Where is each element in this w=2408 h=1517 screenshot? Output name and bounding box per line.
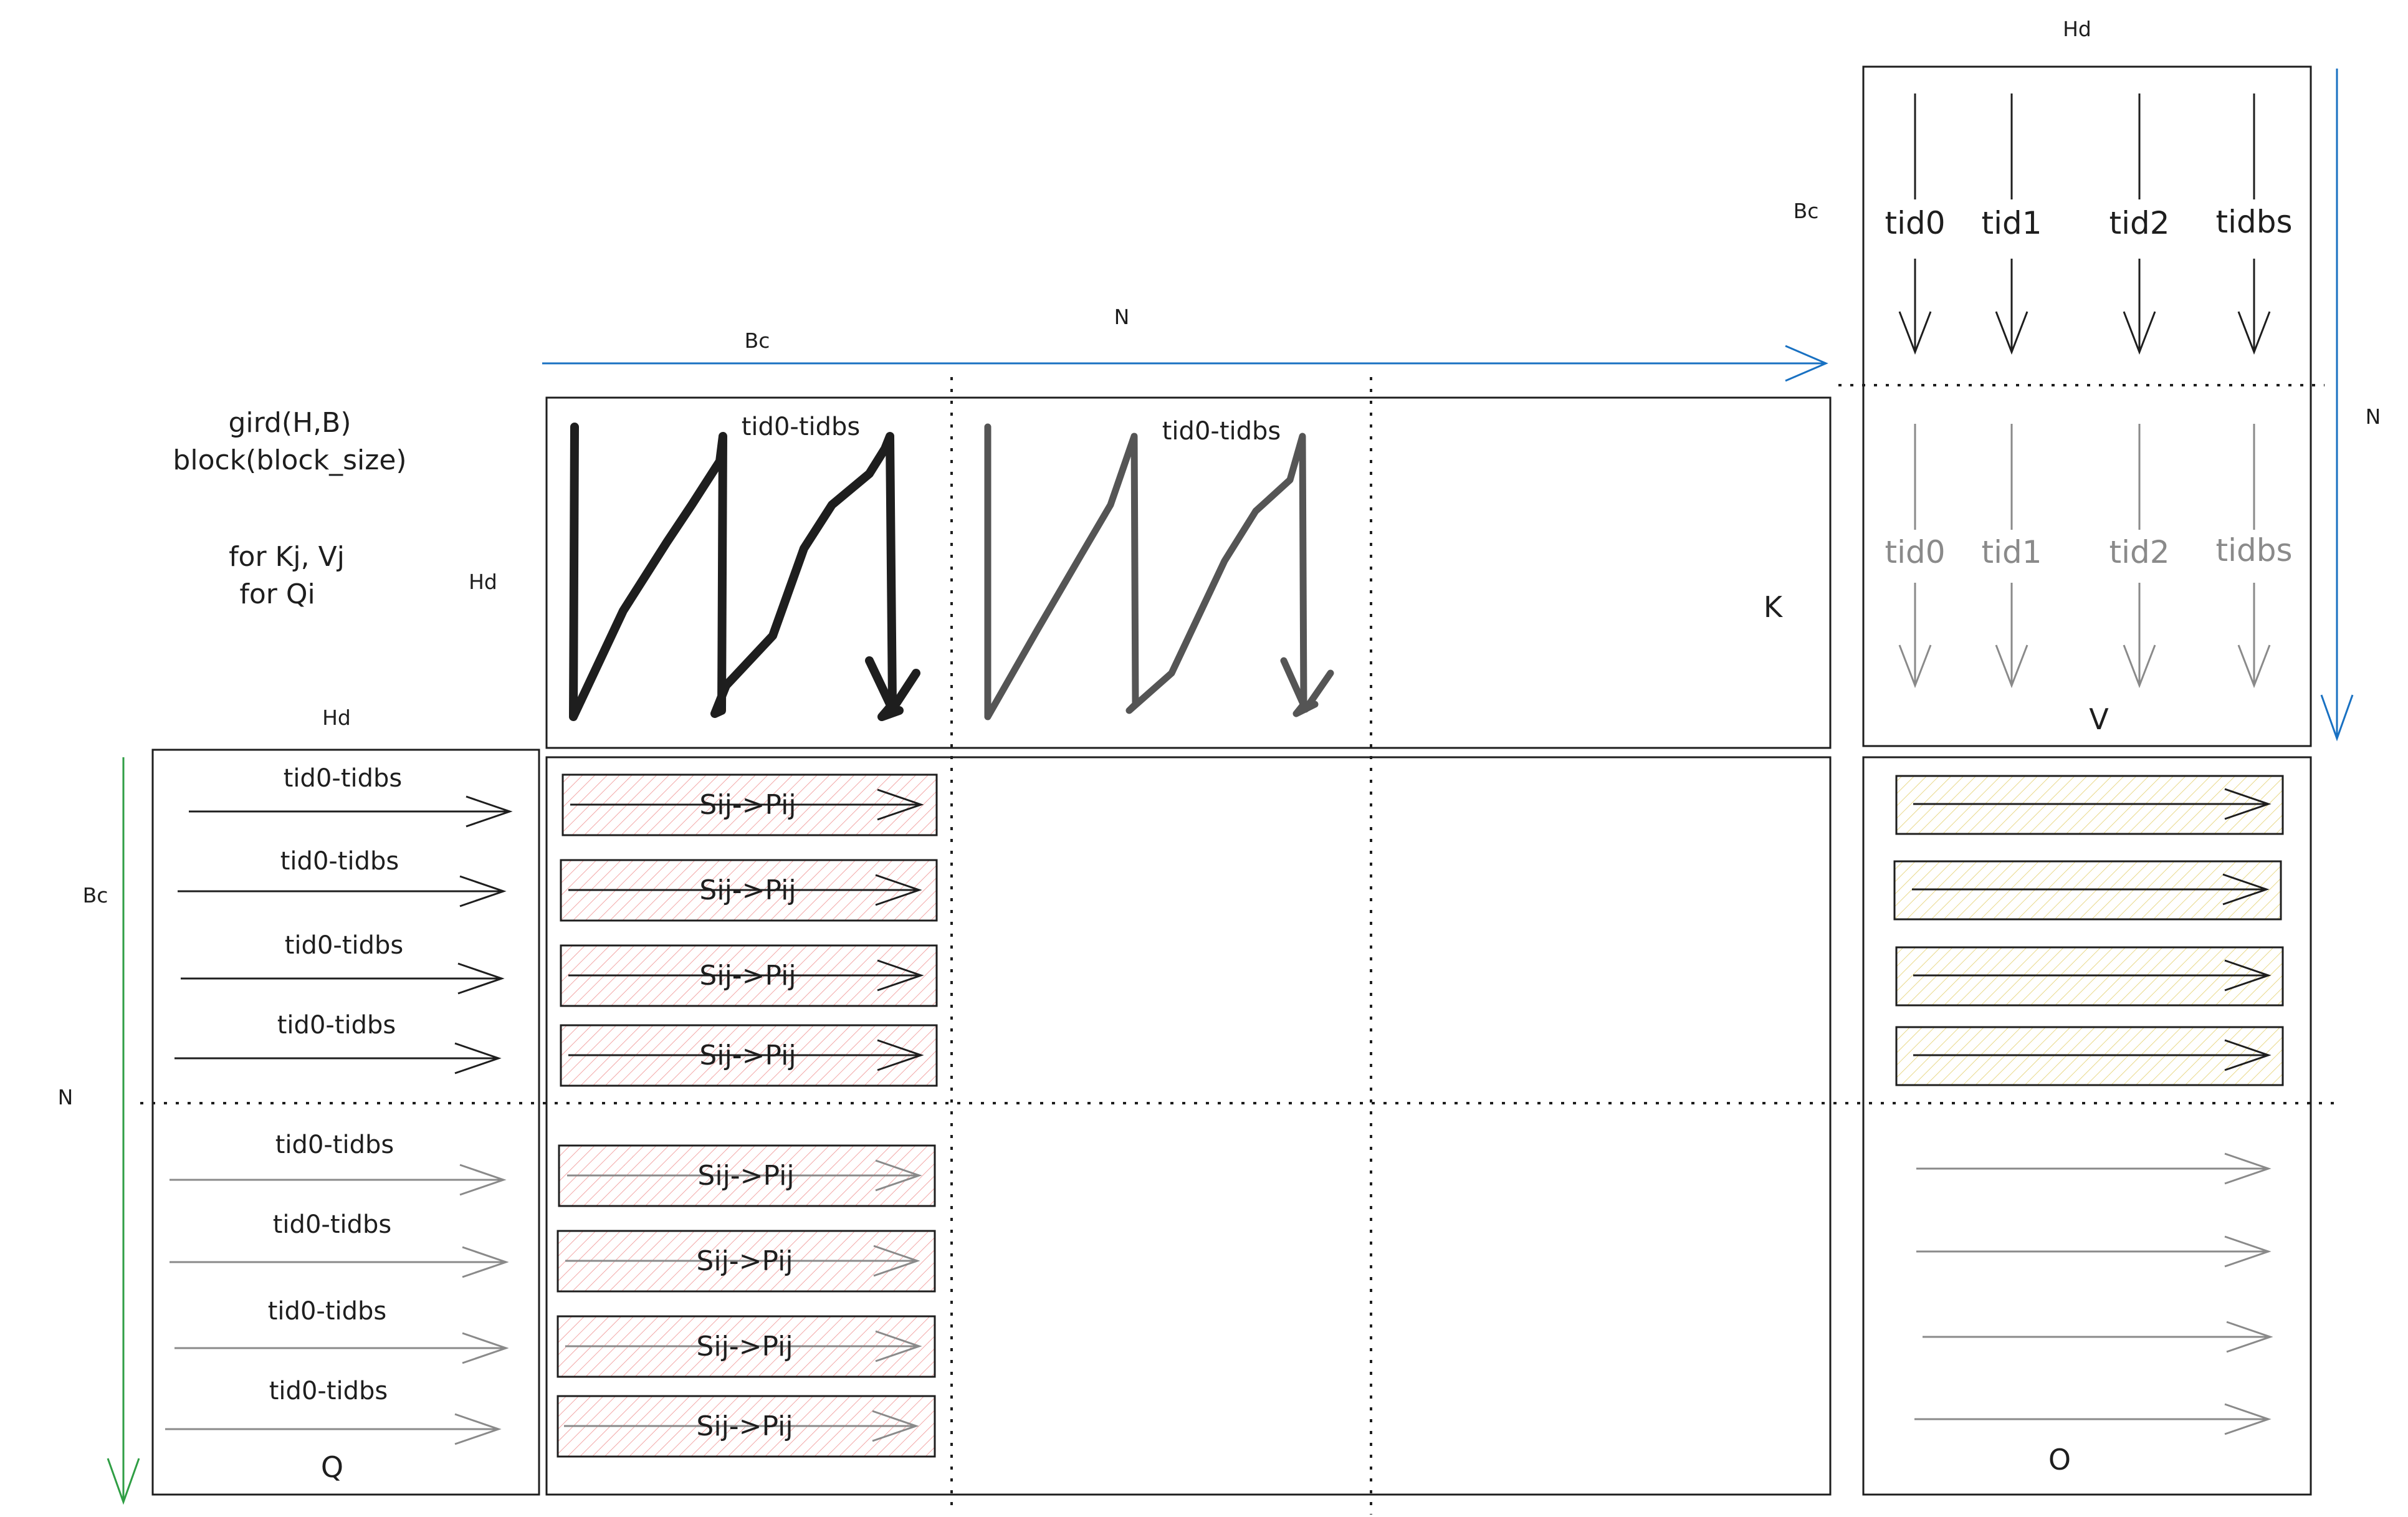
n-axis-top (542, 345, 1828, 382)
q-row-label-6: tid0-tidbs (268, 1297, 387, 1326)
o-rows-top (1893, 775, 2284, 1086)
q-row-label-1: tid0-tidbs (280, 847, 399, 876)
s-cell-label-6: Sij->Pij (696, 1331, 793, 1362)
k-matrix-label: K (1764, 590, 1784, 624)
s-cell-label-2: Sij->Pij (699, 960, 796, 992)
k-block1-zigzag (569, 423, 920, 721)
bc-label-top: Bc (745, 328, 770, 353)
k-block2-zigzag (984, 423, 1334, 720)
v-thread-label-top-0: tid0 (1885, 205, 1945, 241)
n-axis-left (107, 757, 140, 1505)
q-matrix-label: Q (321, 1450, 343, 1484)
n-label-right: N (2366, 404, 2381, 429)
v-thread-label-bottom-2: tid2 (2109, 534, 2169, 570)
v-thread-label-bottom-0: tid0 (1885, 534, 1945, 570)
q-row-label-4: tid0-tidbs (275, 1131, 394, 1159)
launch-grid-note: gird(H,B) (229, 407, 351, 439)
k-block2-threads-label: tid0-tidbs (1162, 417, 1281, 446)
s-cell-label-1: Sij->Pij (699, 874, 796, 906)
v-matrix-label: V (2089, 702, 2109, 736)
o-matrix-label: O (2048, 1443, 2071, 1476)
s-cell-label-0: Sij->Pij (699, 789, 796, 821)
block-separators (140, 377, 2337, 1515)
q-row-arrows-bottom (165, 1164, 509, 1445)
s-tiles-bottom (557, 1144, 936, 1458)
s-cell-label-4: Sij->Pij (697, 1160, 794, 1192)
q-matrix-box (151, 749, 540, 1496)
n-label-top: N (1114, 305, 1130, 329)
s-cell-label-5: Sij->Pij (696, 1245, 793, 1277)
s-cell-label-7: Sij->Pij (696, 1410, 793, 1442)
kernel-notes: gird(H,B) block(block_size) for Kj, Vj f… (173, 407, 406, 610)
q-row-label-5: tid0-tidbs (273, 1210, 392, 1239)
v-thread-label-top-2: tid2 (2109, 205, 2169, 241)
hd-label-k: Hd (469, 570, 497, 594)
bc-label-v: Bc (1794, 199, 1819, 223)
v-thread-arrows-top (1898, 93, 2271, 355)
q-row-arrows-top (174, 795, 513, 1074)
v-thread-label-top-3: tidbs (2215, 204, 2292, 240)
k-matrix-box (545, 396, 1832, 749)
o-rows-bottom (1914, 1152, 2273, 1435)
q-row-label-2: tid0-tidbs (285, 931, 404, 960)
hd-label-v: Hd (2063, 17, 2091, 41)
n-label-left: N (58, 1085, 74, 1109)
loop-kv-note: for Kj, Vj (229, 541, 345, 573)
v-thread-label-bottom-1: tid1 (1981, 534, 2042, 570)
v-matrix-box (1862, 65, 2312, 747)
n-axis-right (2320, 69, 2354, 742)
s-cell-label-3: Sij->Pij (699, 1040, 796, 1071)
hd-label-q: Hd (322, 706, 351, 730)
v-thread-label-top-1: tid1 (1981, 205, 2042, 241)
launch-block-note: block(block_size) (173, 444, 406, 476)
loop-q-note: for Qi (239, 578, 315, 610)
v-thread-label-bottom-3: tidbs (2215, 532, 2292, 568)
bc-label-q: Bc (83, 883, 108, 907)
q-row-label-3: tid0-tidbs (277, 1011, 396, 1040)
q-row-label-7: tid0-tidbs (269, 1377, 388, 1405)
k-block1-threads-label: tid0-tidbs (742, 413, 861, 441)
v-thread-arrows-bottom (1898, 424, 2271, 689)
o-matrix-box (1862, 756, 2312, 1496)
q-row-label-0: tid0-tidbs (284, 764, 403, 793)
s-tiles-top (560, 773, 938, 1087)
s-matrix-box (545, 756, 1832, 1496)
